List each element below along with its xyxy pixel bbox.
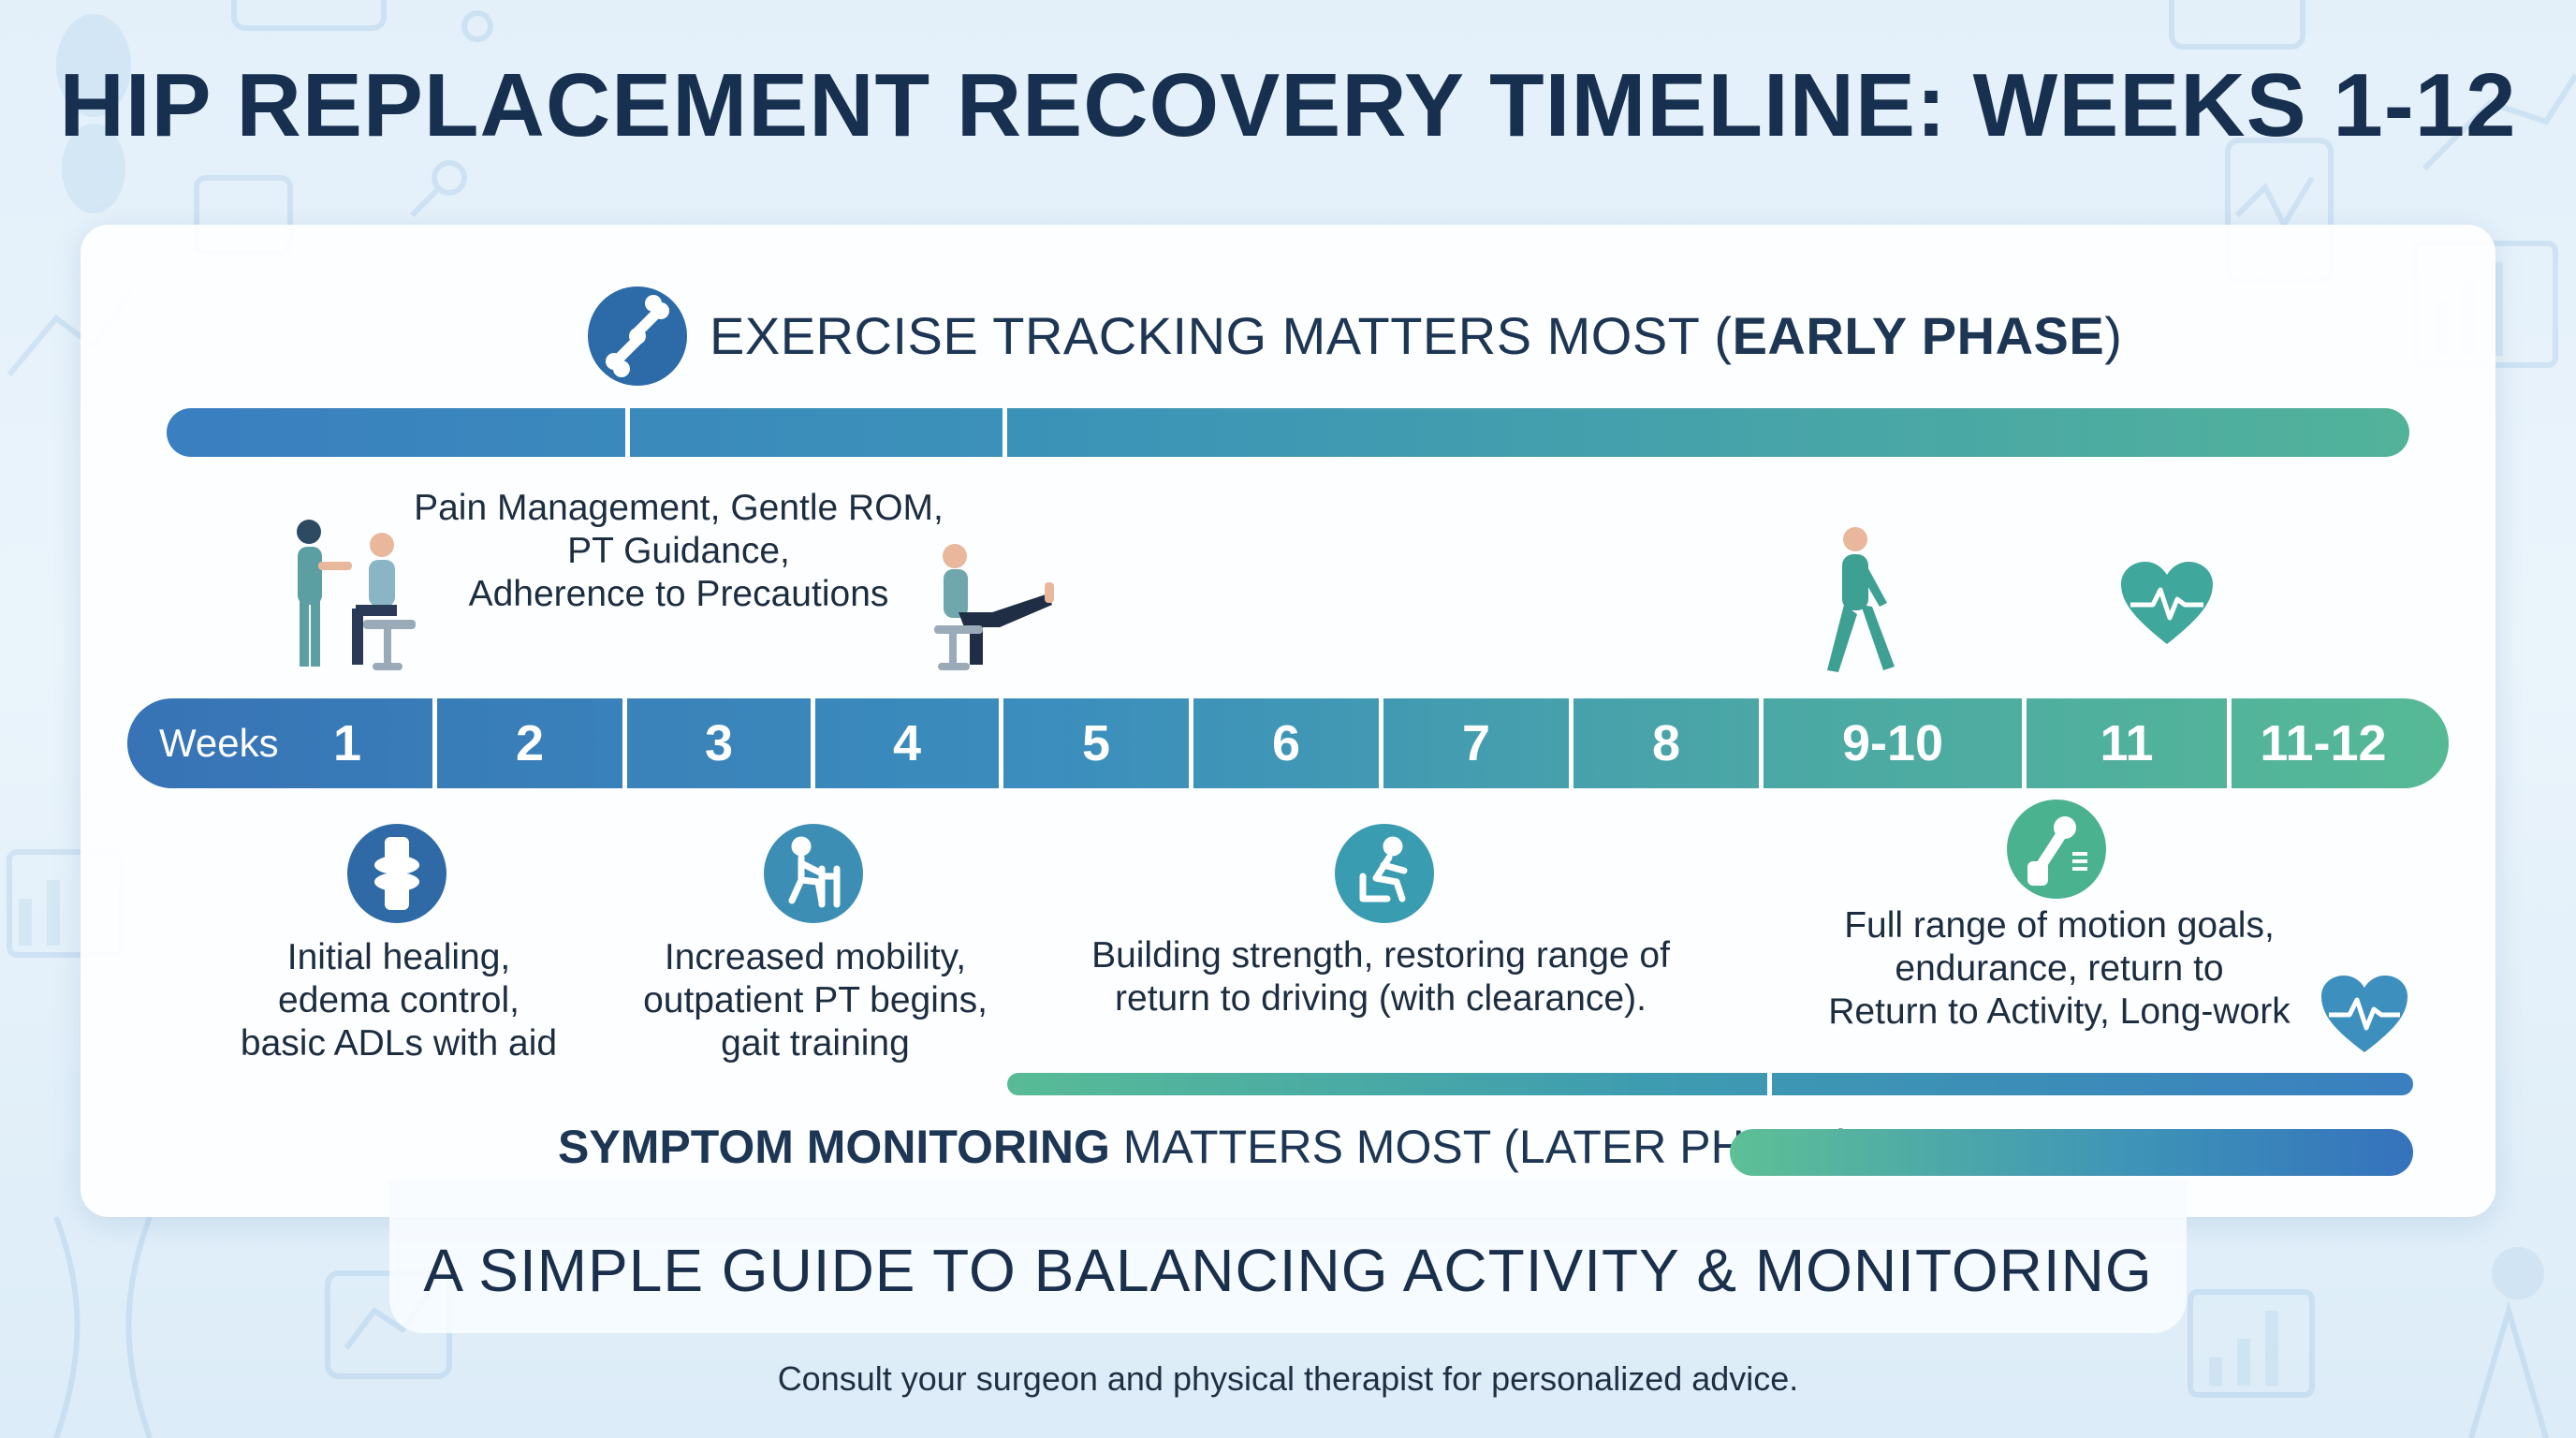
milestone-line: gait training [721,1023,910,1064]
joint-icon [588,286,687,386]
early-phase-prefix: EXERCISE TRACKING MATTERS MOST ( [710,306,1733,365]
early-note-line: Adherence to Precautions [468,574,889,614]
walking-person-icon [1827,527,1895,672]
week-segment-3: 3 [704,715,734,771]
week-segment-1: 1 [332,715,362,771]
milestone-text-2: Increased mobility, outpatient PT begins… [614,936,1017,1065]
milestone-line: basic ADLs with aid [240,1023,558,1064]
early-phase-bar [167,408,2409,457]
early-phase-notes: Pain Management, Gentle ROM, PT Guidance… [393,487,964,616]
walker-person-icon [764,824,863,923]
week-segment-5: 5 [1081,715,1111,771]
card-tab [389,1180,2187,1333]
milestone-line: Full range of motion goals, [1844,905,2275,946]
leg-raise-exercise-illustration [934,544,1054,670]
late-phase-bar [1730,1129,2413,1176]
heart-monitor-icon [2121,562,2213,644]
week-segment-7: 7 [1461,715,1491,771]
early-note-line: Pain Management, Gentle ROM, [414,488,944,528]
weeks-label: Weeks [159,721,279,765]
early-note-line: PT Guidance, [567,531,790,571]
heart-rate-icon [2321,976,2408,1052]
milestone-line: Building strength, restoring range of [1091,935,1670,976]
milestone-line: Return to Activity, Long-work [1828,991,2291,1032]
week-segment-11-12: 11-12 [2260,715,2387,771]
week-segment-6: 6 [1271,715,1301,771]
late-phase-emphasis: SYMPTOM MONITORING [558,1121,1110,1173]
early-phase-heading: EXERCISE TRACKING MATTERS MOST (EARLY PH… [710,305,2122,366]
milestone-text-3: Building strength, restoring range of re… [1048,934,1713,1020]
milestone-line: endurance, return to [1895,948,2224,989]
page-title: HIP REPLACEMENT RECOVERY TIMELINE: WEEKS… [59,55,2517,155]
milestone-text-1: Initial healing, edema control, basic AD… [212,936,586,1065]
week-segment-8: 8 [1651,715,1681,771]
week-segment-4: 4 [892,715,922,771]
week-segment-11: 11 [2100,715,2154,771]
late-phase-bar-thin [1007,1073,2413,1095]
milestone-line: Initial healing, [286,937,511,977]
milestone-text-4: Full range of motion goals, endurance, r… [1807,904,2312,1034]
guide-subtitle: A SIMPLE GUIDE TO BALANCING ACTIVITY & M… [423,1237,2153,1304]
milestone-line: Increased mobility, [664,937,967,977]
hip-joint-icon [2007,800,2106,899]
milestone-line: edema control, [278,980,520,1020]
early-phase-suffix: ) [2104,306,2123,365]
milestone-line: return to driving (with clearance). [1115,978,1647,1019]
early-phase-emphasis: EARLY PHASE [1732,306,2105,365]
knee-joint-icon [347,824,446,923]
week-segment-2: 2 [515,715,545,771]
disclaimer-footer: Consult your surgeon and physical therap… [777,1359,1799,1398]
driving-person-icon [1335,824,1434,923]
weeks-timeline: Weeks 1 2 3 4 5 6 7 8 9-10 11 11-12 [127,698,2449,788]
milestone-line: outpatient PT begins, [643,980,988,1020]
therapist-patient-illustration [297,520,416,670]
late-phase-heading: SYMPTOM MONITORING MATTERS MOST (LATER P… [558,1120,1853,1174]
week-segment-9-10: 9-10 [1841,715,1944,771]
